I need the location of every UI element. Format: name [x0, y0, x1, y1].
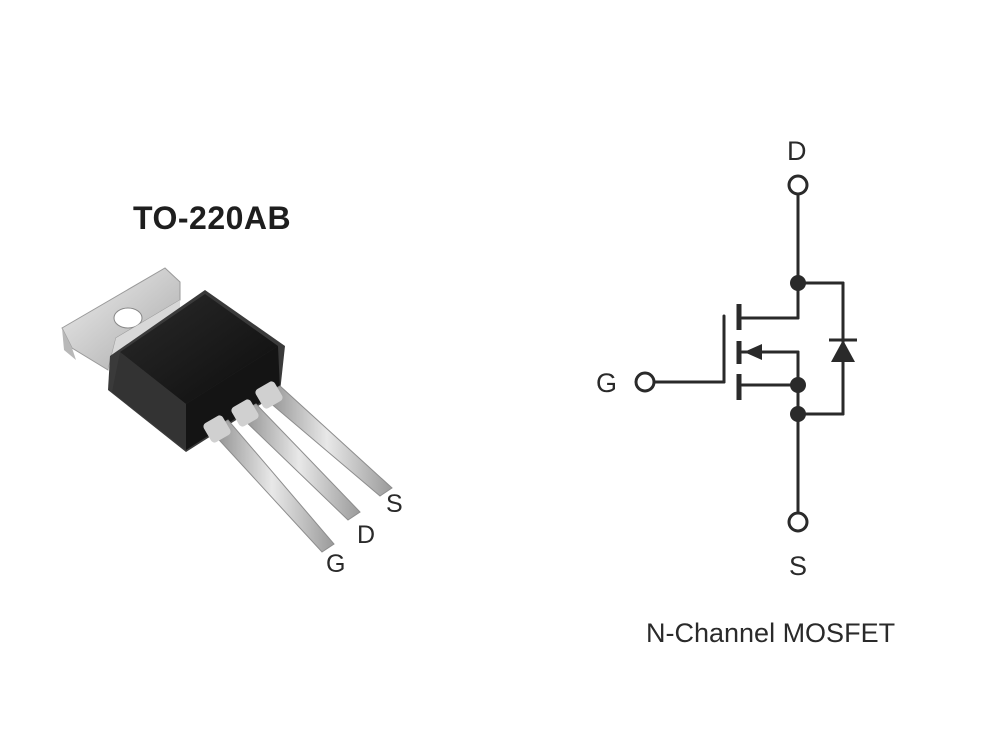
package-leads [203, 381, 393, 553]
body-diode [831, 340, 855, 362]
mounting-hole [113, 307, 143, 329]
channel-arrow [744, 344, 762, 360]
package-pin-label-s: S [386, 490, 403, 518]
lead-g [203, 415, 335, 553]
lead-d [231, 399, 361, 521]
schematic-label-source: S [789, 551, 808, 581]
package-title: TO-220AB [133, 200, 292, 236]
schematic-label-gate: G [596, 368, 618, 398]
gate-terminal [634, 371, 656, 393]
package-pin-label-d: D [357, 521, 376, 549]
schematic-caption: N-Channel MOSFET [646, 618, 896, 648]
source-terminal [787, 511, 809, 533]
package-pin-label-g: G [326, 550, 346, 578]
lead-s [255, 381, 393, 497]
schematic-label-drain: D [787, 136, 807, 166]
junction-dots [790, 275, 806, 422]
drain-terminal [787, 174, 809, 196]
